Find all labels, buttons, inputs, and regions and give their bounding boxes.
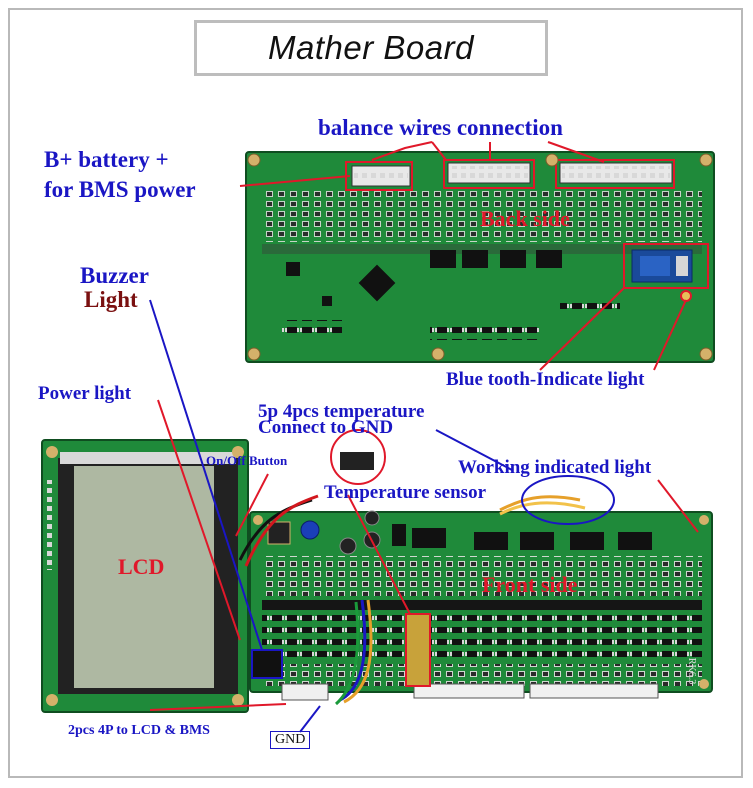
title-box: Mather Board	[194, 20, 548, 76]
pcs4p-label: 2pcs 4P to LCD & BMS	[68, 723, 210, 738]
temp-label-line1: 5p 4pcs temperature	[258, 401, 425, 422]
gnd-label: GND	[270, 731, 311, 749]
page-title: Mather Board	[268, 29, 474, 66]
balance-wires-label: balance wires connection	[318, 115, 563, 140]
temp-sensor-label: Temperature sensor	[324, 482, 487, 503]
temp-connector-circle	[330, 429, 386, 485]
buzzer-label: Buzzer	[80, 263, 149, 288]
front-board	[249, 510, 713, 701]
bluetooth-label: Blue tooth-Indicate light	[446, 369, 645, 390]
light-label: Light	[84, 287, 138, 312]
wires	[238, 494, 586, 706]
front-side-label: Front side	[482, 572, 578, 597]
annotation-lines	[149, 141, 699, 733]
lcd-module	[41, 439, 249, 713]
power-light-label: Power light	[38, 383, 132, 404]
outer-frame	[8, 8, 743, 778]
lcd-label: LCD	[118, 554, 165, 579]
board-version-label: RK6.3	[686, 657, 698, 685]
temp-label-line2: Connect to GND	[258, 417, 394, 438]
bplus-label-line2: for BMS power	[44, 177, 196, 202]
temp-connector	[340, 452, 374, 470]
onoff-label: On/Off Button	[206, 453, 288, 468]
back-board	[245, 151, 715, 363]
working-light-label: Working indicated light	[458, 457, 652, 478]
bplus-label-line1: B+ battery +	[44, 147, 169, 172]
back-side-label: Back side	[480, 206, 570, 231]
